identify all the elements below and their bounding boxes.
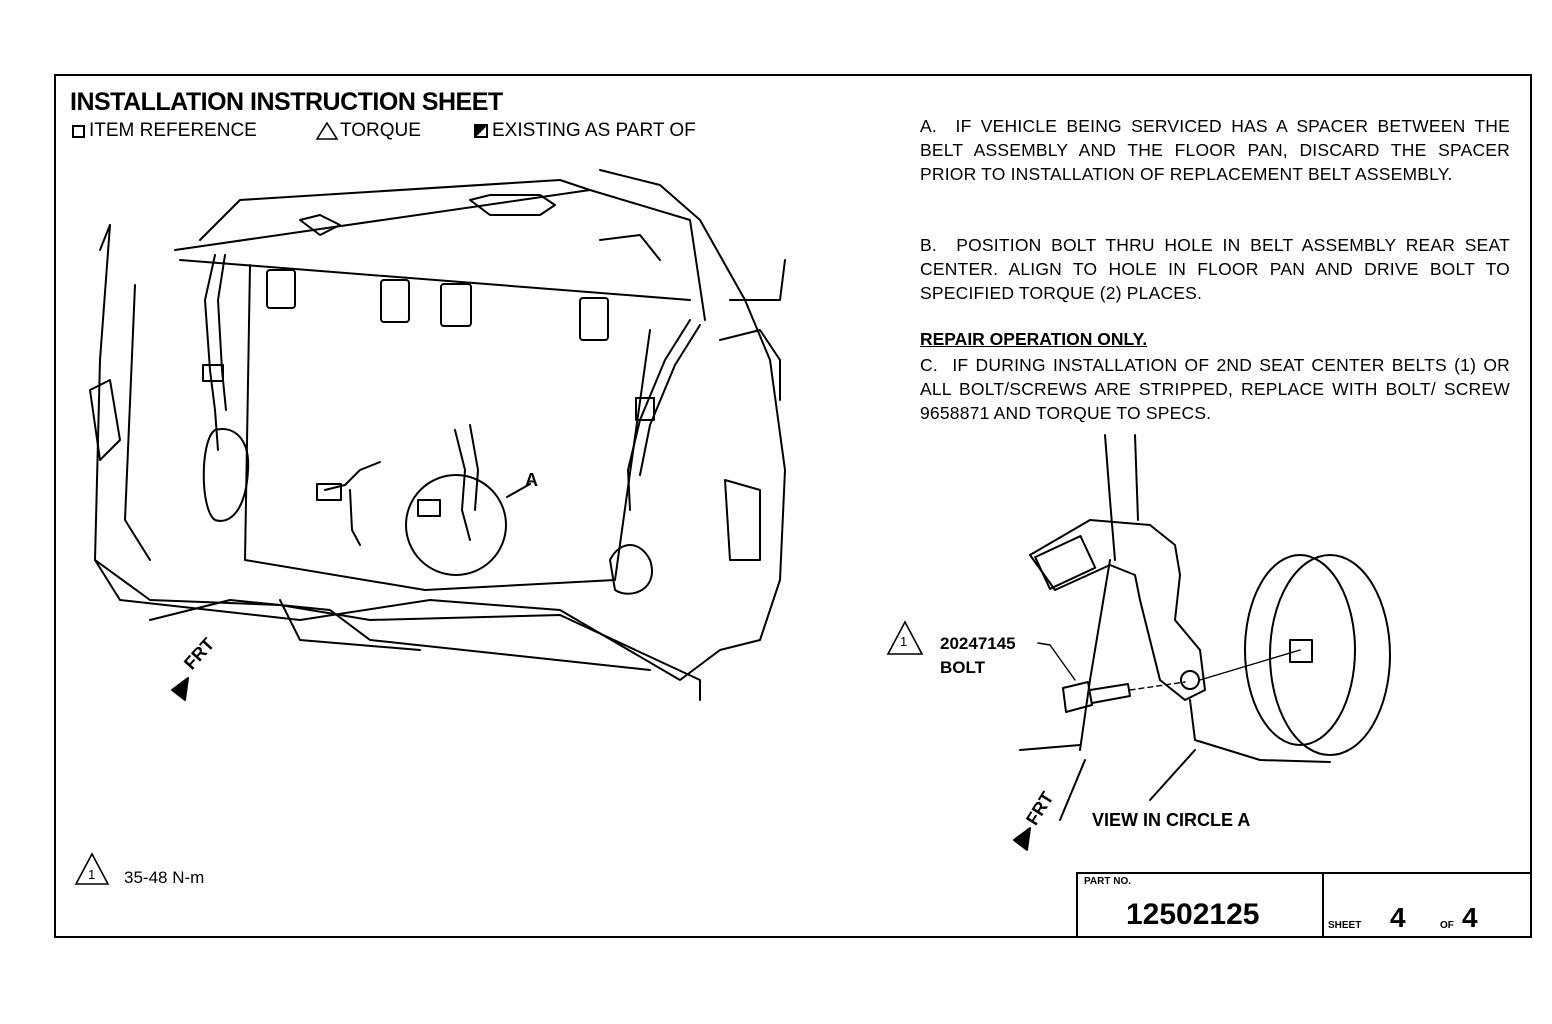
- instruction-c-text: IF DURING INSTALLATION OF 2ND SEAT CENTE…: [920, 355, 1510, 423]
- instruction-b-letter: B.: [920, 235, 937, 255]
- sheet-label: SHEET: [1328, 920, 1362, 931]
- bolt-ref-number: 1: [900, 634, 908, 649]
- left-wheelhouse: [202, 428, 250, 522]
- circle-a-highlight: [405, 474, 507, 576]
- square-icon: [72, 124, 85, 138]
- center-belt-left: [324, 461, 381, 491]
- sheet-title: INSTALLATION INSTRUCTION SHEET: [70, 88, 503, 116]
- legend-existing: EXISTING AS PART OF: [474, 120, 696, 142]
- instruction-a-text: IF VEHICLE BEING SERVICED HAS A SPACER B…: [920, 116, 1510, 184]
- bolt-label: BOLT: [940, 658, 986, 677]
- detail-belt-anchor: [1029, 519, 1206, 701]
- instruction-c: C. IF DURING INSTALLATION OF 2ND SEAT CE…: [920, 353, 1510, 425]
- bolt-part-number: 20247145: [940, 634, 1016, 653]
- torque-ref-number: 1: [88, 867, 96, 882]
- detail-bolt-shank: [1089, 683, 1131, 704]
- left-lamp: [89, 379, 121, 461]
- headrest-2: [380, 279, 410, 323]
- headrest-1: [266, 269, 296, 309]
- right-lamp: [724, 479, 761, 561]
- headrest-3: [440, 283, 472, 327]
- title-block-divider: [1322, 872, 1324, 938]
- instruction-b: B. POSITION BOLT THRU HOLE IN BELT ASSEM…: [920, 233, 1510, 305]
- view-caption: VIEW IN CIRCLE A: [1092, 810, 1251, 830]
- torque-triangle-bolt: [886, 620, 924, 655]
- part-no-label: PART NO.: [1084, 876, 1132, 887]
- repair-operation-heading: REPAIR OPERATION ONLY.: [920, 329, 1148, 349]
- left-outboard-belt: [204, 254, 219, 451]
- detail-floor-pan-circle: [1244, 554, 1356, 746]
- instruction-sheet-frame: [54, 74, 1532, 938]
- torque-triangle-spec: [74, 852, 110, 885]
- torque-value: 35-48 N-m: [124, 868, 205, 887]
- legend-item-reference: ITEM REFERENCE: [72, 120, 257, 142]
- instruction-b-text: POSITION BOLT THRU HOLE IN BELT ASSEMBLY…: [920, 235, 1510, 303]
- title-block: [1076, 872, 1532, 938]
- legend-torque: TORQUE: [316, 120, 421, 142]
- callout-a-label: A: [525, 470, 538, 490]
- right-wheelhouse: [609, 544, 653, 595]
- frt-arrow-detail: [1013, 827, 1031, 851]
- seatback-panel: [244, 264, 651, 591]
- triangle-icon: [316, 122, 338, 140]
- detail-buckle: [1034, 535, 1097, 590]
- instruction-c-letter: C.: [920, 355, 938, 375]
- speaker-grille: [299, 214, 341, 236]
- instruction-a-letter: A.: [920, 116, 937, 136]
- instruction-a: A. IF VEHICLE BEING SERVICED HAS A SPACE…: [920, 114, 1510, 186]
- part-number: 12502125: [1126, 898, 1260, 931]
- detail-pillar: [1104, 434, 1116, 561]
- sheet-number: 4: [1390, 902, 1406, 933]
- frt-arrow-main: [171, 677, 189, 701]
- rear-shelf-edge: [174, 189, 706, 321]
- cargo-frame-outline: [94, 169, 786, 681]
- detail-bolt-head: [1062, 681, 1093, 713]
- sheet-total: 4: [1462, 902, 1478, 933]
- center-belt-right: [454, 429, 471, 541]
- of-label: OF: [1440, 920, 1454, 931]
- filled-square-icon: [474, 124, 488, 138]
- seatback-top: [179, 259, 691, 301]
- headrest-4: [579, 297, 609, 341]
